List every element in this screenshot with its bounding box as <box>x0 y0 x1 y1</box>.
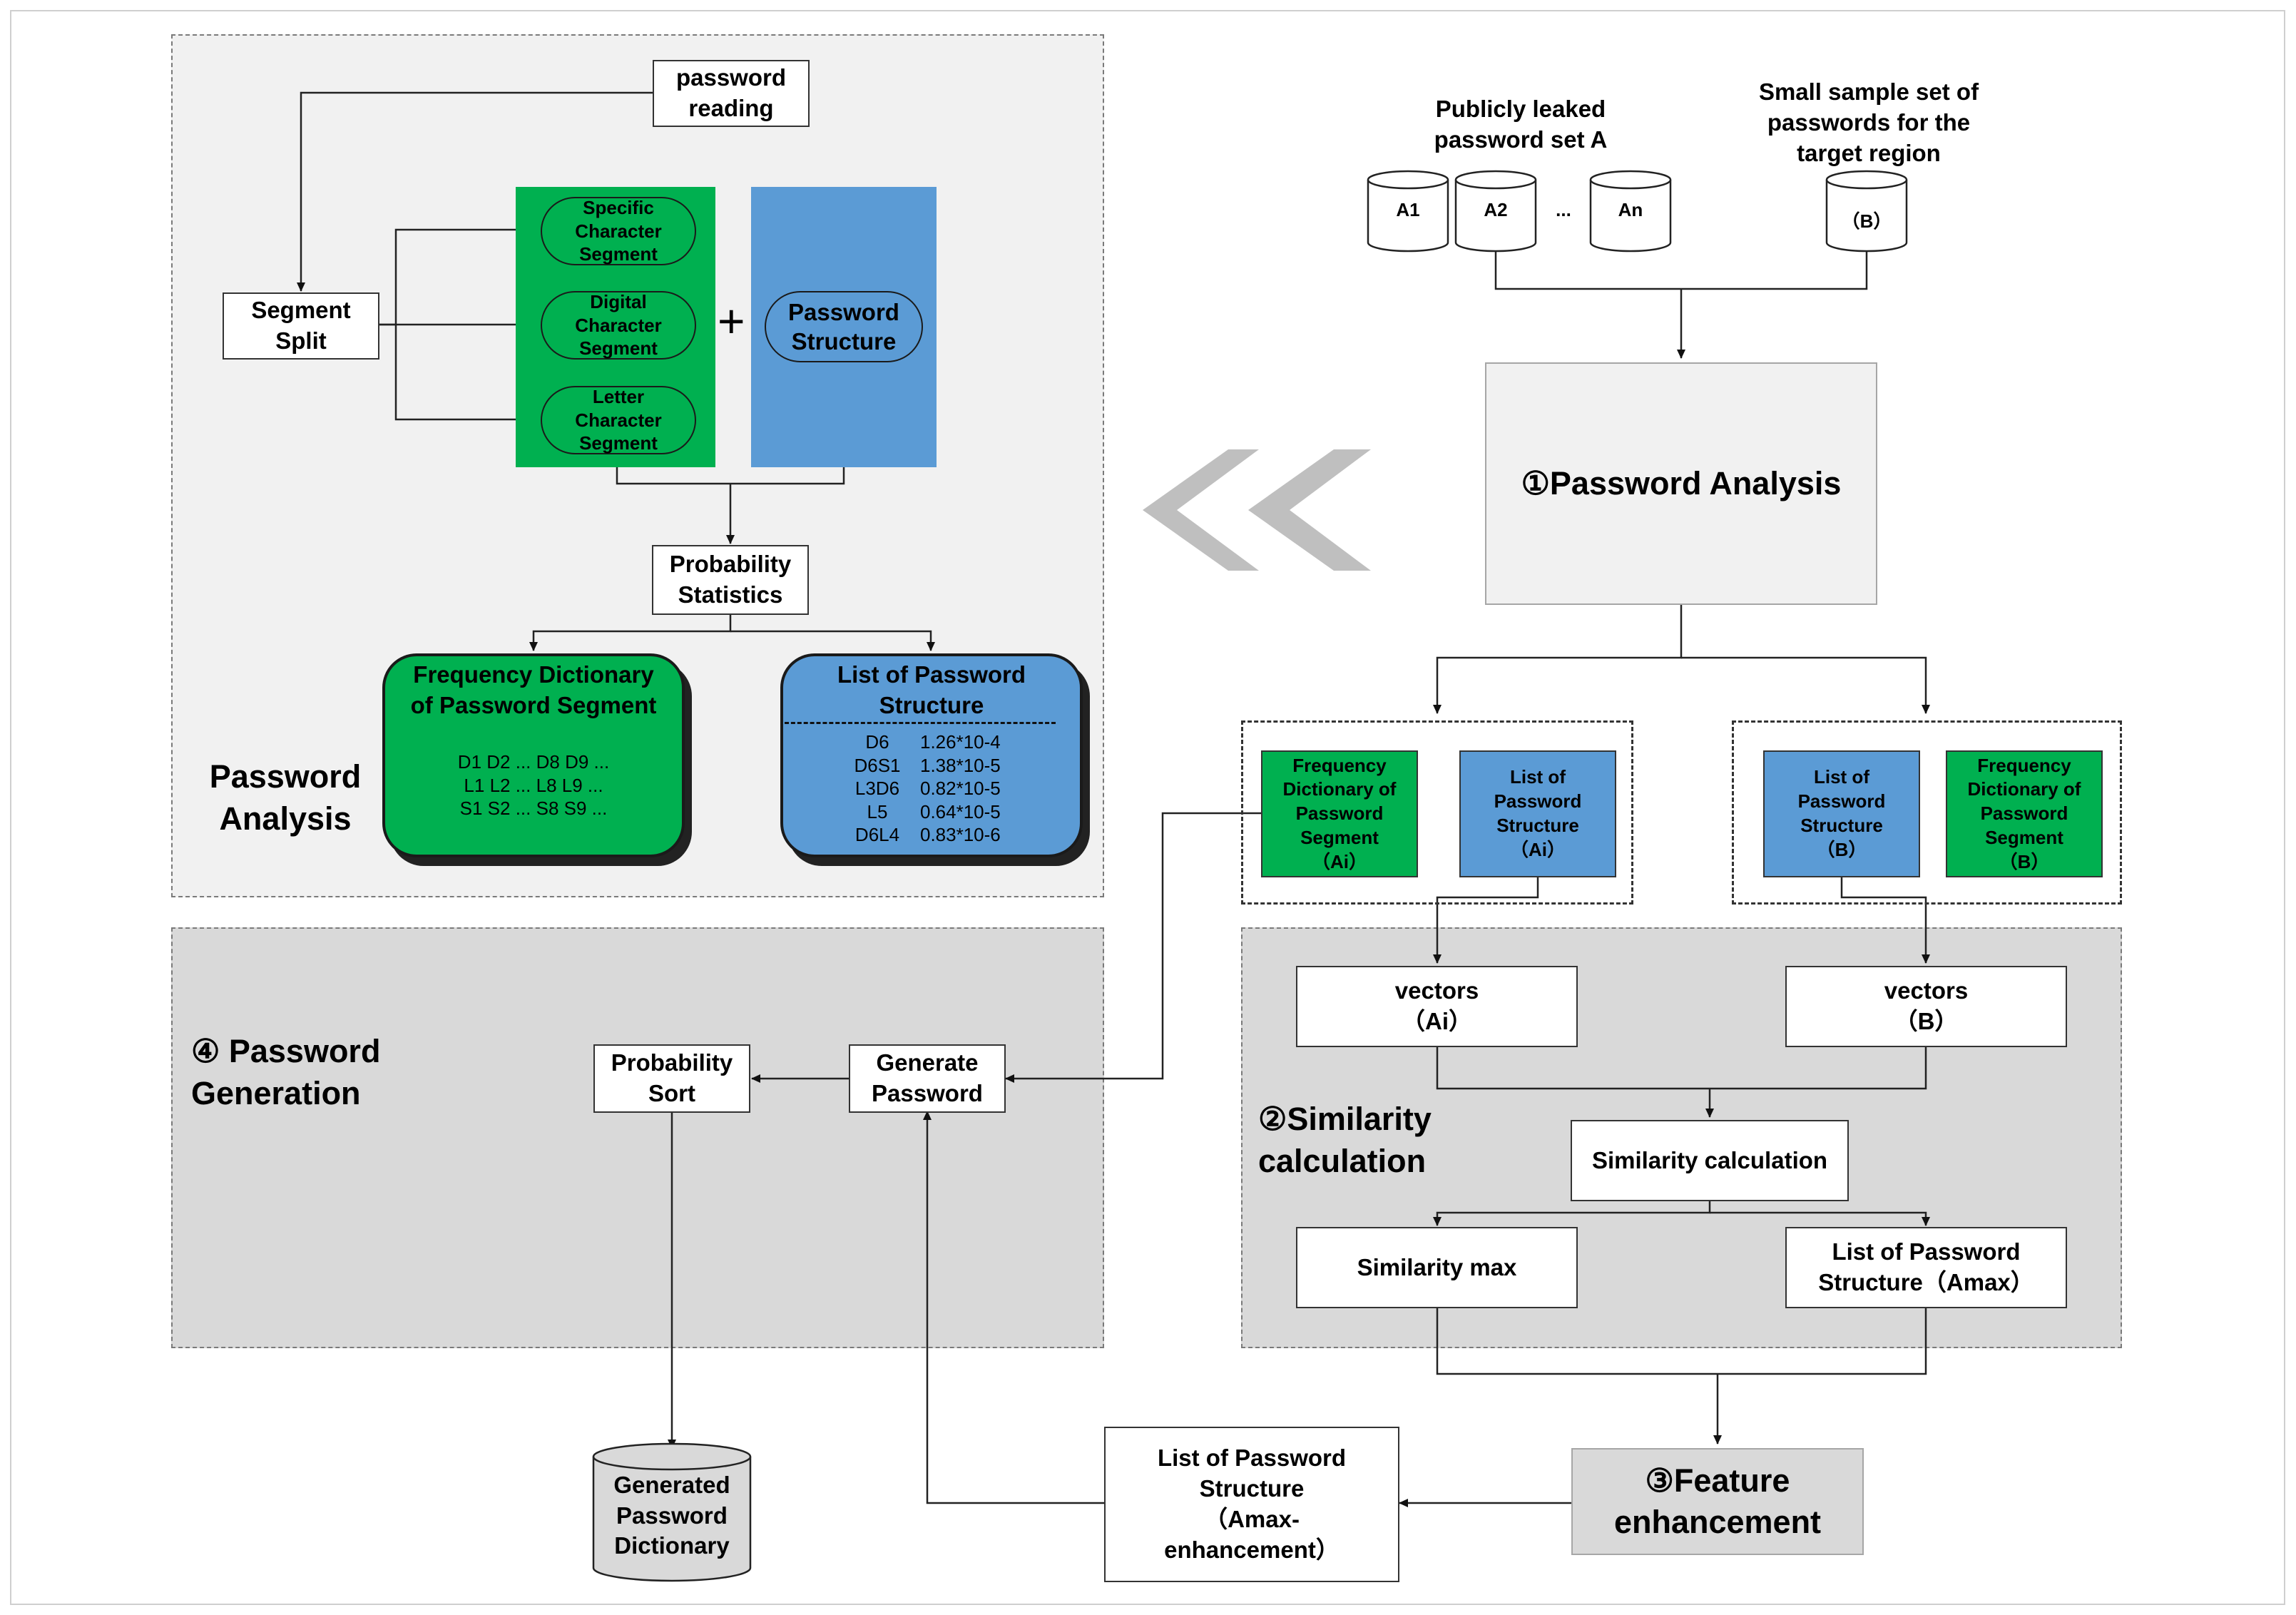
frequency-row: L1 L2 ... L8 L9 ... <box>464 774 603 796</box>
password-analysis-step: ①Password Analysis <box>1485 362 1877 605</box>
arrow-enhanced-to-generate <box>923 1111 1104 1504</box>
structure-list-divider <box>785 722 1056 724</box>
password-structure-pill: Password Structure <box>765 291 923 362</box>
arrow-to-structure-list <box>730 630 935 651</box>
chevron-icon <box>1143 449 1259 571</box>
enhanced-structure-list: List of Password Structure （Amax- enhanc… <box>1104 1427 1399 1582</box>
generate-password-box: Generate Password <box>849 1044 1006 1113</box>
dataset-a1: A1 <box>1396 199 1420 221</box>
generated-dictionary-label: Generated Password Dictionary <box>613 1471 730 1559</box>
small-set-title: Small sample set of passwords for the ta… <box>1758 78 1979 166</box>
frequency-dictionary-b: Frequency Dictionary of Password Segment… <box>1946 750 2103 877</box>
arrow-list-ai-to-vectors <box>1433 877 1539 964</box>
ai-output-group <box>1241 720 1633 905</box>
database-icon <box>1454 170 1537 253</box>
structure-list-title: List of Password Structure <box>837 661 1026 718</box>
frequency-dictionary-rows: D1 D2 ... D8 D9 ... L1 L2 ... L8 L9 ... … <box>382 750 685 820</box>
outer-frame <box>10 10 2285 1605</box>
database-icon <box>1589 170 1672 253</box>
similarity-calculation-box: Similarity calculation <box>1571 1120 1849 1201</box>
arrow-to-similarity-max <box>1433 1201 1711 1226</box>
b-output-group <box>1732 720 2122 905</box>
frequency-dictionary-title: Frequency Dictionary of Password Segment <box>410 661 657 718</box>
letter-character-segment: Letter Character Segment <box>541 386 696 454</box>
join-max-list <box>1436 1308 1927 1375</box>
digital-character-segment: Digital Character Segment <box>541 291 696 360</box>
arrow-split-to-letter <box>394 325 541 424</box>
arrow-to-frequency-dictionary <box>529 615 732 651</box>
arrow-freq-ai-to-generate <box>1005 812 1261 1083</box>
arrow-to-list-amax <box>1710 1211 1930 1226</box>
segment-split-box: Segment Split <box>223 292 379 360</box>
list-amax-box: List of Password Structure（Amax） <box>1785 1227 2067 1308</box>
password-generation-panel <box>171 927 1104 1348</box>
database-icon <box>1367 170 1449 253</box>
frequency-dictionary-ai: Frequency Dictionary of Password Segment… <box>1261 750 1418 877</box>
dataset-an: An <box>1618 199 1643 221</box>
join-vectors <box>1436 1047 1927 1090</box>
specific-character-segment: Specific Character Segment <box>541 197 696 265</box>
vectors-ai-box: vectors （Ai） <box>1296 966 1578 1047</box>
database-icon <box>592 1442 752 1582</box>
frequency-row: D1 D2 ... D8 D9 ... <box>457 751 610 773</box>
dataset-a2: A2 <box>1484 199 1508 221</box>
arrow-list-b-to-vectors <box>1840 877 1930 964</box>
structure-list-card <box>780 653 1083 857</box>
database-icon <box>1825 170 1908 253</box>
similarity-step-title: ②Similarity calculation <box>1258 1101 1432 1179</box>
feature-enhancement-step: ③Feature enhancement <box>1571 1448 1864 1555</box>
similarity-max-box: Similarity max <box>1296 1227 1578 1308</box>
dataset-b: （B） <box>1841 210 1892 233</box>
arrow-analysis-to-left-group <box>1433 605 1683 714</box>
public-set-title: Publicly leaked password set A <box>1434 96 1608 153</box>
plus-sign: + <box>718 295 745 347</box>
structure-list-ai: List of Password Structure （Ai） <box>1459 750 1616 877</box>
arrow-reading-to-split <box>297 91 653 292</box>
generation-step-title: ④ Password Generation <box>191 1033 381 1111</box>
vectors-b-box: vectors （B） <box>1785 966 2067 1047</box>
chevron-icon <box>1248 449 1371 571</box>
frequency-dictionary-card <box>382 653 685 857</box>
analysis-panel-title: Password Analysis <box>209 758 362 837</box>
frequency-row: S1 S2 ... S8 S9 ... <box>459 798 608 819</box>
probability-sort-box: Probability Sort <box>593 1044 750 1113</box>
arrow-analysis-to-right-group <box>1681 656 1930 714</box>
probability-statistics-box: Probability Statistics <box>652 545 809 615</box>
structure-list-b: List of Password Structure （B） <box>1763 750 1920 877</box>
dataset-ellipsis: ... <box>1556 199 1571 221</box>
password-reading-box: password reading <box>653 60 810 127</box>
